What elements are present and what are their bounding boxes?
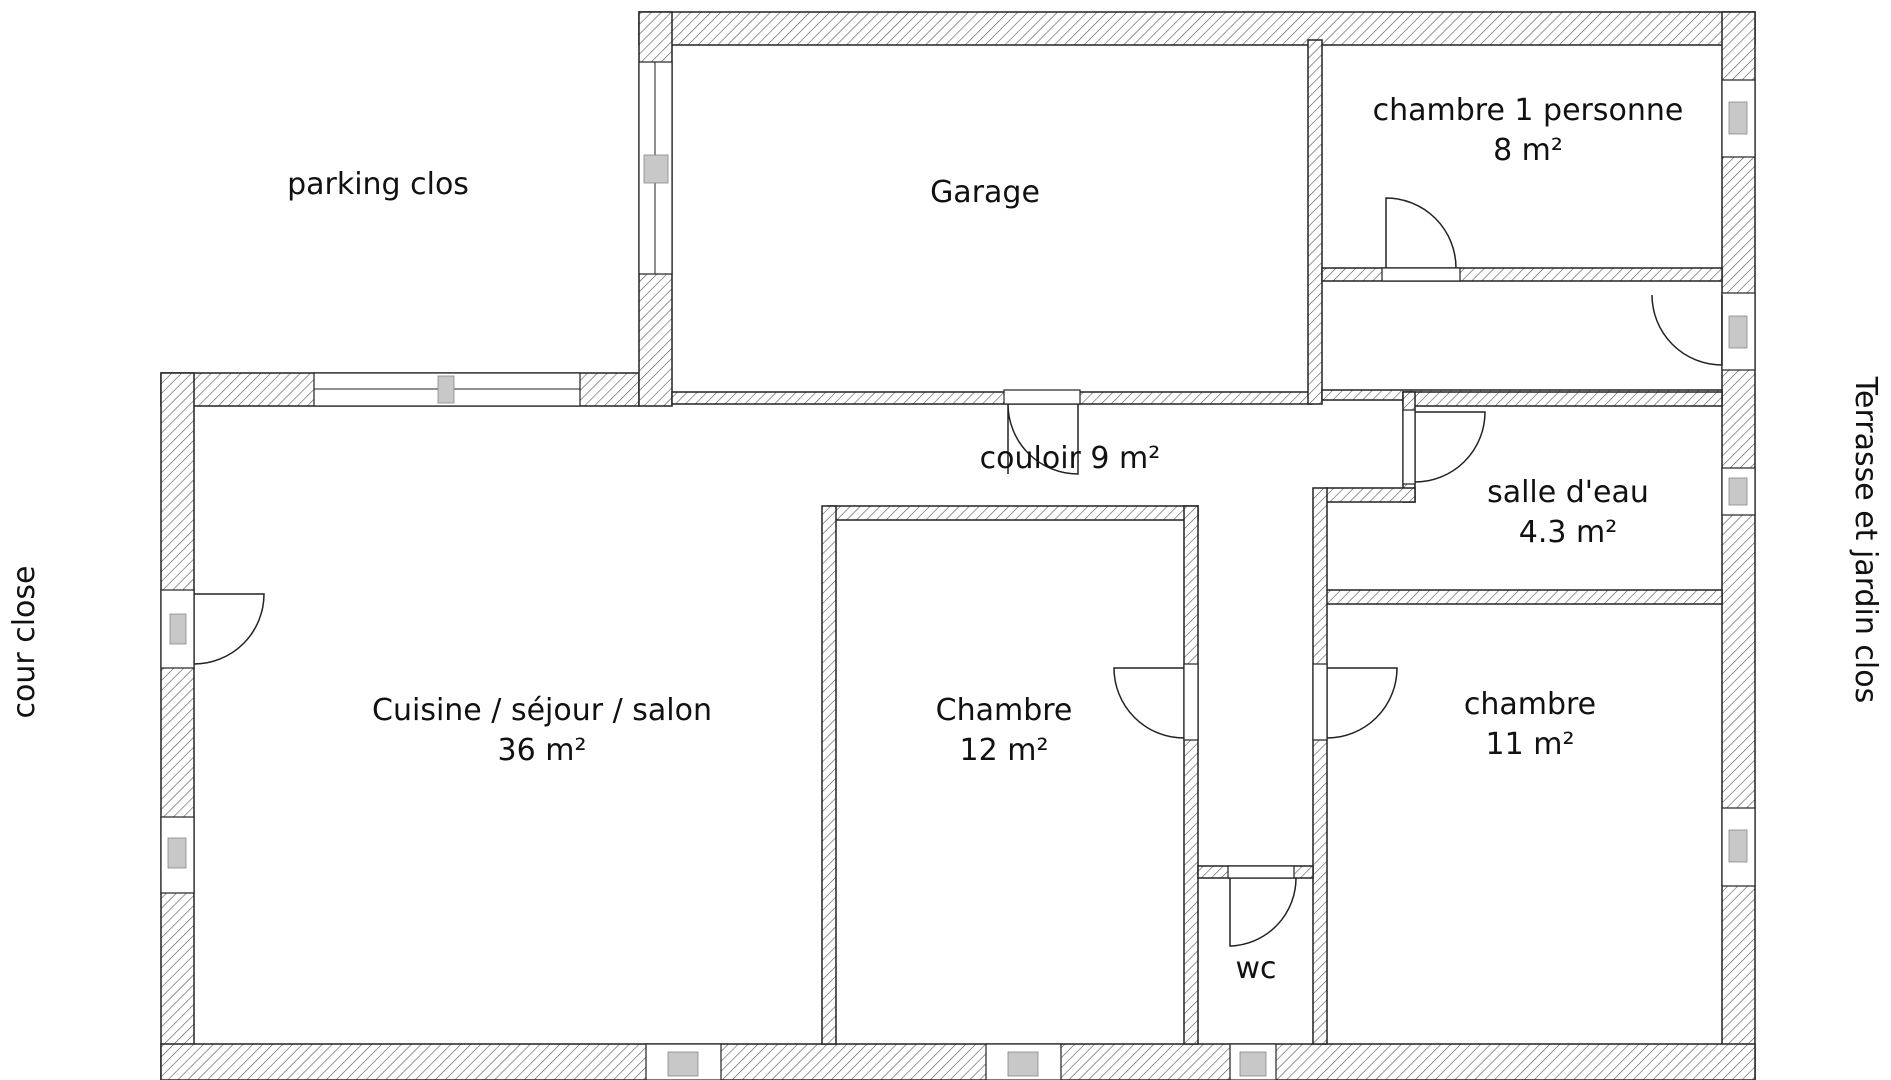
room-area-chambre-11: 11 m² <box>1486 727 1575 762</box>
doors <box>193 197 1723 947</box>
room-name-chambre-11: chambre <box>1464 687 1596 722</box>
room-name-wc: wc <box>1235 951 1276 986</box>
room-area-cuisine: 36 m² <box>498 733 587 768</box>
parking-label: parking clos <box>287 167 469 202</box>
exterior-labels: parking clos cour close Terrasse et jard… <box>7 167 1883 719</box>
room-area-chambre-12: 12 m² <box>960 733 1049 768</box>
room-area-salle-eau: 4.3 m² <box>1519 515 1618 550</box>
windows <box>160 61 1756 1080</box>
room-name-salle-eau: salle d'eau <box>1487 475 1649 510</box>
room-name-garage: Garage <box>930 175 1040 210</box>
room-name-chambre-12: Chambre <box>936 693 1073 728</box>
room-name-cuisine: Cuisine / séjour / salon <box>372 693 712 728</box>
terrasse-label: Terrasse et jardin clos <box>1848 376 1883 703</box>
cour-label: cour close <box>7 565 42 718</box>
room-area-chambre-1: 8 m² <box>1493 133 1563 168</box>
room-name-chambre-1: chambre 1 personne <box>1373 93 1684 128</box>
room-labels: Garage chambre 1 personne 8 m² couloir 9… <box>372 93 1683 986</box>
room-name-couloir: couloir 9 m² <box>980 441 1161 476</box>
